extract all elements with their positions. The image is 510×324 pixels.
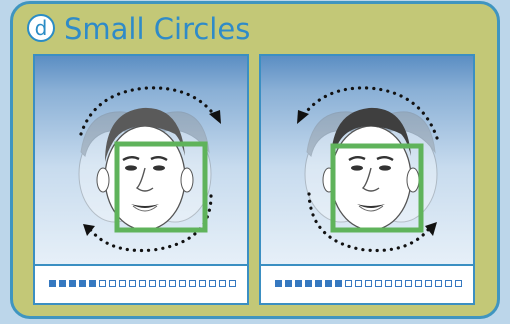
progress-segment-empty bbox=[129, 280, 136, 287]
progress-segment-empty bbox=[219, 280, 226, 287]
progress-segment-empty bbox=[445, 280, 452, 287]
progress-segment-empty bbox=[179, 280, 186, 287]
progress-segment-empty bbox=[109, 280, 116, 287]
progress-segment-empty bbox=[189, 280, 196, 287]
progress-segment-filled bbox=[305, 280, 312, 287]
progress-segment-empty bbox=[355, 280, 362, 287]
progress-segment-empty bbox=[415, 280, 422, 287]
arrow-head-bottom-icon bbox=[83, 224, 95, 236]
progress-segment-empty bbox=[149, 280, 156, 287]
arrow-head-top-icon bbox=[297, 110, 309, 124]
progress-segment-filled bbox=[89, 280, 96, 287]
progress-strip bbox=[261, 264, 473, 303]
progress-segment-filled bbox=[315, 280, 322, 287]
progress-segment-empty bbox=[199, 280, 206, 287]
progress-segment-empty bbox=[139, 280, 146, 287]
motion-panel-right bbox=[259, 54, 475, 305]
progress-segment-filled bbox=[49, 280, 56, 287]
exercise-title: Small Circles bbox=[64, 12, 250, 46]
progress-segment-filled bbox=[325, 280, 332, 287]
progress-segment-empty bbox=[385, 280, 392, 287]
progress-segment-empty bbox=[345, 280, 352, 287]
face-motion-figure bbox=[35, 56, 247, 264]
progress-segment-empty bbox=[395, 280, 402, 287]
progress-segment-filled bbox=[335, 280, 342, 287]
progress-segment-empty bbox=[455, 280, 462, 287]
progress-segment-filled bbox=[59, 280, 66, 287]
progress-segment-filled bbox=[79, 280, 86, 287]
progress-segment-empty bbox=[159, 280, 166, 287]
progress-segment-empty bbox=[425, 280, 432, 287]
progress-segment-empty bbox=[229, 280, 236, 287]
progress-segment-filled bbox=[69, 280, 76, 287]
progress-segment-empty bbox=[209, 280, 216, 287]
progress-segment-empty bbox=[435, 280, 442, 287]
progress-segment-empty bbox=[99, 280, 106, 287]
face-motion-figure bbox=[261, 56, 473, 264]
step-badge: d bbox=[27, 14, 55, 42]
progress-segment-empty bbox=[375, 280, 382, 287]
progress-segment-empty bbox=[365, 280, 372, 287]
progress-segment-filled bbox=[285, 280, 292, 287]
progress-segment-empty bbox=[119, 280, 126, 287]
progress-segment-filled bbox=[275, 280, 282, 287]
motion-panel-left bbox=[33, 54, 249, 305]
progress-segment-empty bbox=[169, 280, 176, 287]
progress-segment-empty bbox=[405, 280, 412, 287]
progress-segment-filled bbox=[295, 280, 302, 287]
progress-strip bbox=[35, 264, 247, 303]
